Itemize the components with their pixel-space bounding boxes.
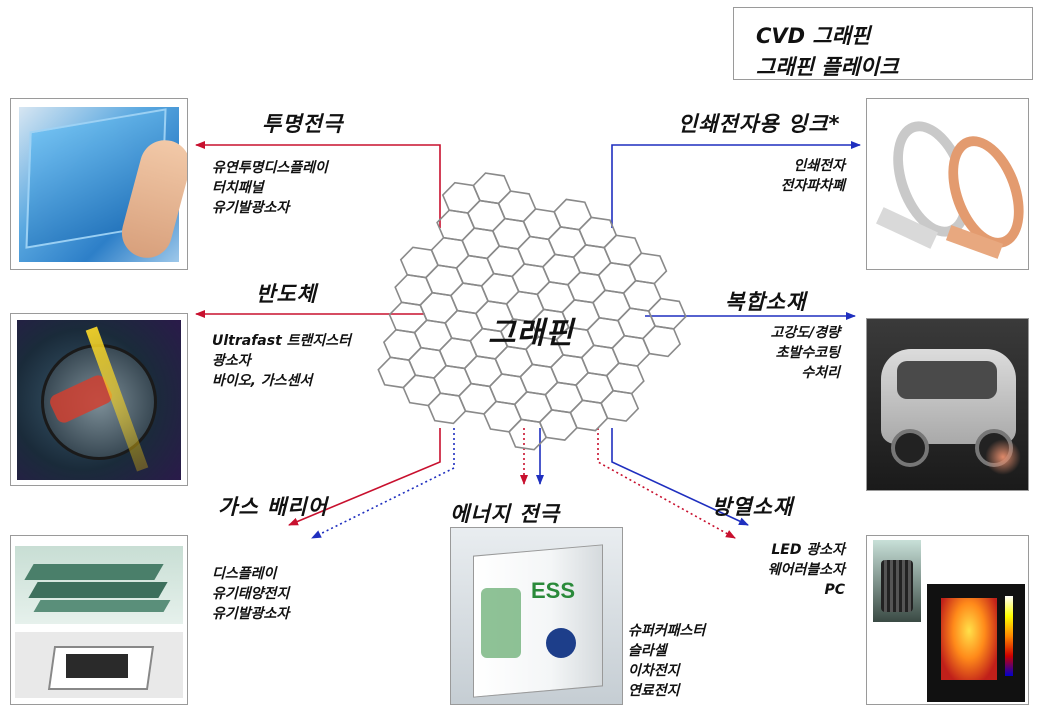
items-gas-barrier: 디스플레이 유기태양전지 유기발광소자 bbox=[212, 564, 289, 624]
arrow-printed-ink bbox=[611, 141, 861, 228]
list-item: 인쇄전자 bbox=[793, 158, 845, 174]
title-transparent-electrode: 투명전극 bbox=[262, 112, 344, 136]
list-item: 디스플레이 bbox=[212, 566, 277, 582]
photo-ink-rolls bbox=[866, 98, 1029, 270]
lattice-hexagon bbox=[622, 279, 662, 312]
lattice-hexagon bbox=[642, 325, 682, 358]
lattice-hexagon bbox=[628, 252, 668, 285]
list-item: 연료전지 bbox=[628, 683, 680, 699]
title-gas-barrier: 가스 배리어 bbox=[218, 495, 328, 519]
lattice-hexagon bbox=[647, 297, 687, 330]
items-energy-electrode: 슈퍼커패스터 슬라셀 이차전지 연료전지 bbox=[628, 621, 705, 701]
legend-cvd-label: CVD 그래핀 bbox=[756, 24, 871, 48]
title-printed-ink: 인쇄전자용 잉크* bbox=[678, 112, 841, 136]
list-item: 터치패널 bbox=[212, 180, 264, 196]
list-item: 초발수코팅 bbox=[775, 345, 840, 361]
lattice-hexagon bbox=[603, 234, 643, 267]
lattice-hexagon bbox=[578, 216, 618, 249]
photo-gas-barrier bbox=[10, 535, 188, 705]
list-item: 광소자 bbox=[212, 353, 251, 369]
lattice-hexagon bbox=[497, 190, 537, 223]
items-heat-dissipation: LED 광소자 웨어러블소자 PC bbox=[745, 540, 845, 600]
list-item: Ultrafast 트랜지스터 bbox=[212, 333, 352, 349]
title-semiconductor: 반도체 bbox=[256, 282, 317, 306]
title-composite: 복합소재 bbox=[725, 290, 807, 314]
arrow-heat-dissipation-cvd bbox=[597, 428, 736, 539]
photo-transistor-wafer bbox=[10, 313, 188, 486]
list-item: 유기발광소자 bbox=[212, 200, 290, 216]
list-item: 웨어러블소자 bbox=[767, 562, 845, 578]
list-item: 슬라셀 bbox=[628, 643, 667, 659]
list-item: 수처리 bbox=[801, 365, 840, 381]
items-transparent-electrode: 유연투명디스플레이 터치패널 유기발광소자 bbox=[212, 158, 328, 218]
list-item: 유기태양전지 bbox=[212, 586, 290, 602]
legend: CVD 그래핀 그래핀 플레이크 bbox=[733, 7, 1033, 80]
list-item: 유기발광소자 bbox=[212, 606, 290, 622]
graphene-lattice bbox=[377, 172, 687, 451]
list-item: 고강도/경량 bbox=[770, 325, 840, 341]
lattice-hexagon bbox=[553, 198, 593, 231]
list-item: LED 광소자 bbox=[771, 542, 845, 558]
arrow-transparent-electrode bbox=[195, 141, 441, 228]
title-energy-electrode: 에너지 전극 bbox=[450, 502, 560, 526]
lattice-hexagon bbox=[605, 362, 645, 395]
list-item: 슈퍼커패스터 bbox=[628, 623, 706, 639]
photo-composite-car bbox=[866, 318, 1029, 491]
legend-flake-label: 그래핀 플레이크 bbox=[756, 55, 899, 79]
photo-flexible-display bbox=[10, 98, 188, 270]
center-label: 그래핀 bbox=[488, 316, 574, 351]
arrow-gas-barrier-flake bbox=[311, 428, 455, 539]
items-printed-ink: 인쇄전자 전자파차폐 bbox=[740, 156, 845, 196]
title-heat-dissipation: 방열소재 bbox=[712, 495, 794, 519]
items-semiconductor: Ultrafast 트랜지스터 광소자 바이오, 가스센서 bbox=[212, 331, 351, 391]
arrow-heat-dissipation-flake bbox=[611, 428, 749, 526]
lattice-hexagon bbox=[472, 172, 512, 205]
list-item: 바이오, 가스센서 bbox=[212, 373, 313, 389]
ess-logo-text: ESS bbox=[531, 578, 576, 603]
photo-heat-led bbox=[866, 535, 1029, 705]
items-composite: 고강도/경량 초발수코팅 수처리 bbox=[740, 323, 840, 383]
list-item: 이차전지 bbox=[628, 663, 680, 679]
list-item: 전자파차폐 bbox=[780, 178, 845, 194]
photo-ess-container: ESS bbox=[450, 527, 623, 705]
list-item: PC bbox=[824, 582, 845, 598]
arrow-gas-barrier-cvd bbox=[288, 428, 441, 526]
lattice-hexagon bbox=[600, 389, 640, 422]
list-item: 유연투명디스플레이 bbox=[212, 160, 328, 176]
